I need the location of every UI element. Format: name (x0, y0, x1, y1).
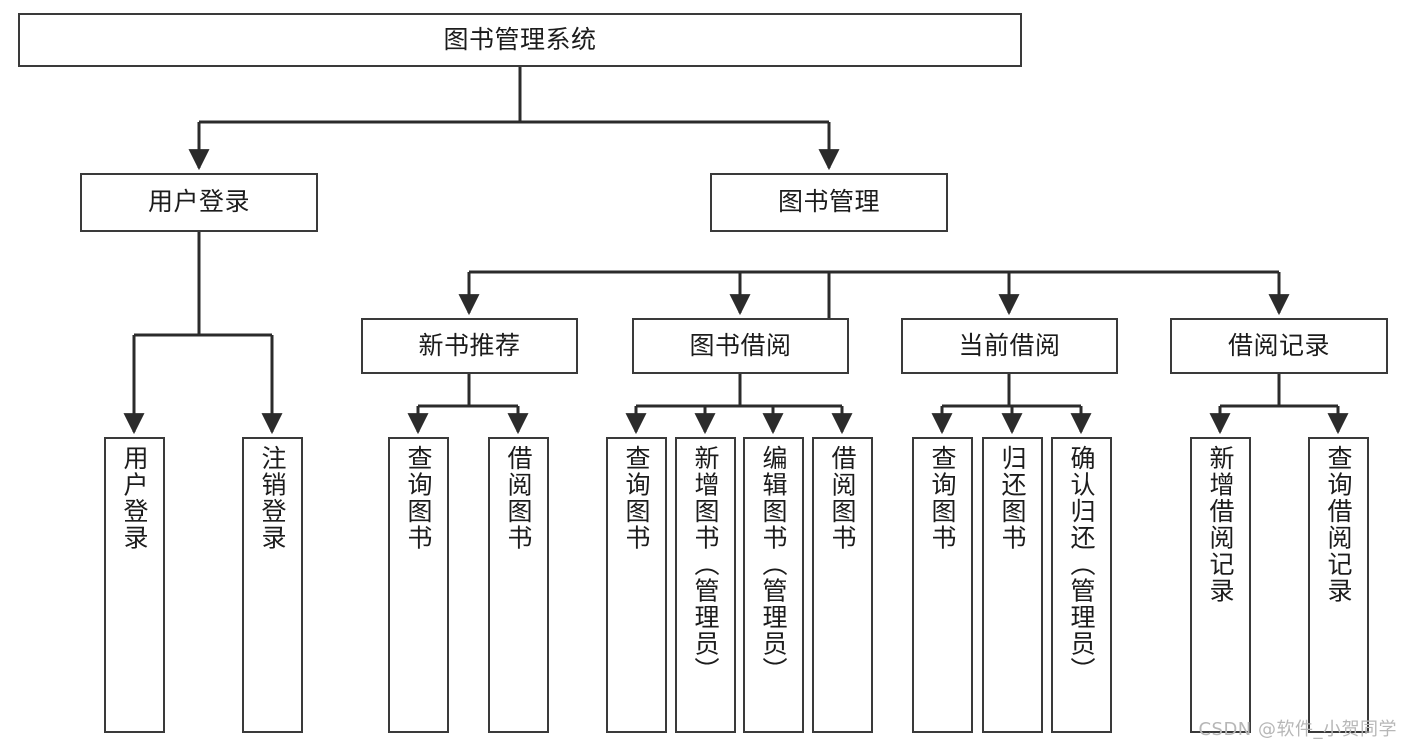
node-borrow-record-label: 借阅记录 (1227, 330, 1330, 360)
node-leaf-query-book-3-label: 查询图书 (928, 445, 957, 551)
node-leaf-borrow-book-2[interactable]: 借阅图书 (812, 437, 873, 733)
node-leaf-user-login-label: 用户登录 (120, 445, 149, 551)
node-root[interactable]: 图书管理系统 (18, 13, 1022, 67)
node-new-book-recommend[interactable]: 新书推荐 (361, 318, 578, 374)
node-leaf-add-record-label: 新增借阅记录 (1206, 445, 1235, 604)
node-book-manage[interactable]: 图书管理 (710, 173, 948, 232)
node-leaf-logout[interactable]: 注销登录 (242, 437, 303, 733)
node-leaf-return-book-label: 归还图书 (998, 445, 1027, 551)
node-leaf-borrow-book-2-label: 借阅图书 (828, 445, 857, 551)
node-leaf-add-book-label: 新增图书（管理员） (691, 445, 720, 684)
node-current-borrow[interactable]: 当前借阅 (901, 318, 1118, 374)
node-leaf-confirm-return[interactable]: 确认归还（管理员） (1051, 437, 1112, 733)
node-leaf-query-book-2-label: 查询图书 (622, 445, 651, 551)
node-user-login-label: 用户登录 (147, 187, 250, 217)
node-book-manage-label: 图书管理 (777, 187, 880, 217)
node-borrow-record[interactable]: 借阅记录 (1170, 318, 1388, 374)
node-book-borrow-label: 图书借阅 (689, 330, 792, 360)
node-leaf-query-book-1-label: 查询图书 (404, 445, 433, 551)
node-leaf-borrow-book-1-label: 借阅图书 (504, 445, 533, 551)
node-book-borrow[interactable]: 图书借阅 (632, 318, 849, 374)
watermark-text: CSDN @软件_小贺同学 (1198, 719, 1397, 740)
node-leaf-query-book-1[interactable]: 查询图书 (388, 437, 449, 733)
node-root-label: 图书管理系统 (443, 24, 597, 54)
node-current-borrow-label: 当前借阅 (958, 330, 1061, 360)
node-leaf-add-book[interactable]: 新增图书（管理员） (675, 437, 736, 733)
node-leaf-query-record-label: 查询借阅记录 (1324, 445, 1353, 604)
node-leaf-return-book[interactable]: 归还图书 (982, 437, 1043, 733)
node-user-login[interactable]: 用户登录 (80, 173, 318, 232)
node-leaf-user-login[interactable]: 用户登录 (104, 437, 165, 733)
node-leaf-confirm-return-label: 确认归还（管理员） (1067, 445, 1096, 684)
node-leaf-borrow-book-1[interactable]: 借阅图书 (488, 437, 549, 733)
node-new-book-recommend-label: 新书推荐 (418, 330, 521, 360)
node-leaf-query-book-3[interactable]: 查询图书 (912, 437, 973, 733)
node-leaf-query-book-2[interactable]: 查询图书 (606, 437, 667, 733)
node-leaf-edit-book[interactable]: 编辑图书（管理员） (743, 437, 804, 733)
node-leaf-query-record[interactable]: 查询借阅记录 (1308, 437, 1369, 733)
node-leaf-add-record[interactable]: 新增借阅记录 (1190, 437, 1251, 733)
node-leaf-edit-book-label: 编辑图书（管理员） (759, 445, 788, 684)
node-leaf-logout-label: 注销登录 (258, 445, 287, 551)
